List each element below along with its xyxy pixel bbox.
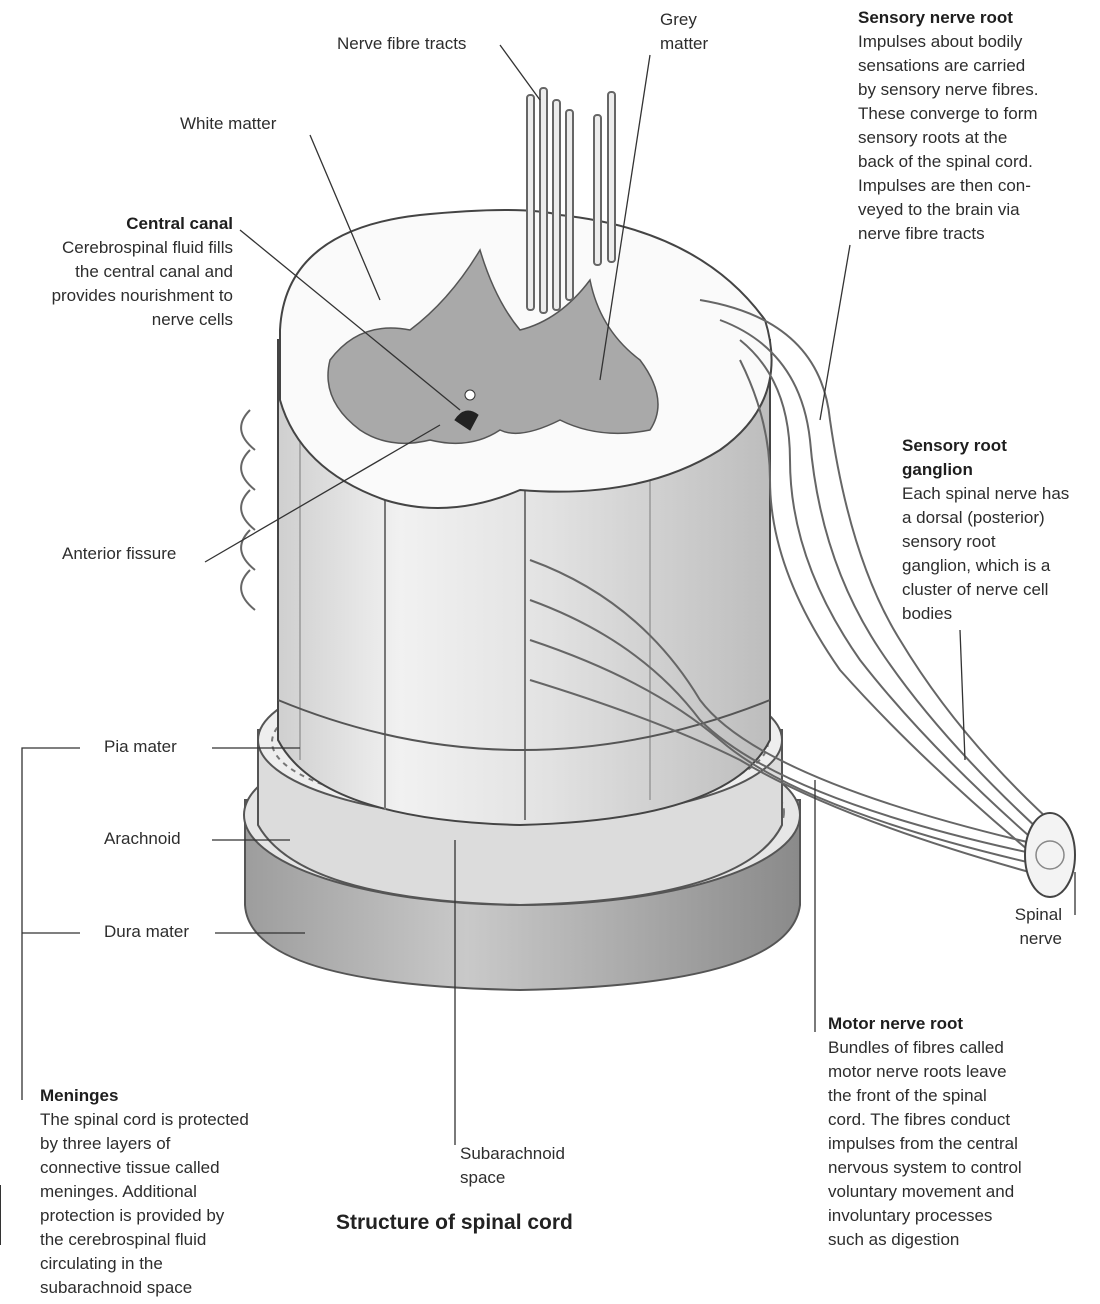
sensory-nerve-root-heading: Sensory nerve root — [858, 6, 1098, 30]
label-nerve-fibre-tracts: Nerve fibre tracts — [337, 32, 466, 56]
label-pia-mater: Pia mater — [104, 735, 177, 759]
meninges-heading: Meninges — [40, 1084, 310, 1108]
label-sensory-root-ganglion: Sensory root ganglion Each spinal nerve … — [902, 434, 1100, 626]
sensory-root-ganglion-text: Each spinal nerve has a dorsal (posterio… — [902, 482, 1100, 626]
label-central-canal: Central canal Cerebrospinal fluid fills … — [0, 212, 233, 332]
motor-nerve-root-heading: Motor nerve root — [828, 1012, 1088, 1036]
label-dura-mater: Dura mater — [104, 920, 189, 944]
central-canal-heading: Central canal — [0, 212, 233, 236]
meninges-text: The spinal cord is protected by three la… — [40, 1108, 310, 1300]
sensory-nerve-root-text: Impulses about bodily sensations are car… — [858, 30, 1098, 246]
label-anterior-fissure: Anterior fissure — [62, 542, 176, 566]
central-canal-text: Cerebrospinal fluid fills the central ca… — [0, 236, 233, 332]
label-subarachnoid-space: Subarachnoid space — [460, 1142, 565, 1190]
sensory-root-ganglion-heading: Sensory root ganglion — [902, 434, 1100, 482]
label-spinal-nerve: Spinal nerve — [1000, 903, 1062, 951]
label-meninges: Meninges The spinal cord is protected by… — [40, 1084, 310, 1300]
cross-section — [280, 210, 772, 508]
label-arachnoid: Arachnoid — [104, 827, 181, 851]
label-motor-nerve-root: Motor nerve root Bundles of fibres calle… — [828, 1012, 1088, 1252]
motor-nerve-root-text: Bundles of fibres called motor nerve roo… — [828, 1036, 1088, 1252]
label-white-matter: White matter — [180, 112, 276, 136]
diagram-title: Structure of spinal cord — [336, 1211, 573, 1235]
spinal-nerve-end — [1025, 813, 1075, 897]
label-grey-matter: Grey matter — [660, 8, 708, 56]
label-sensory-nerve-root: Sensory nerve root Impulses about bodily… — [858, 6, 1098, 246]
